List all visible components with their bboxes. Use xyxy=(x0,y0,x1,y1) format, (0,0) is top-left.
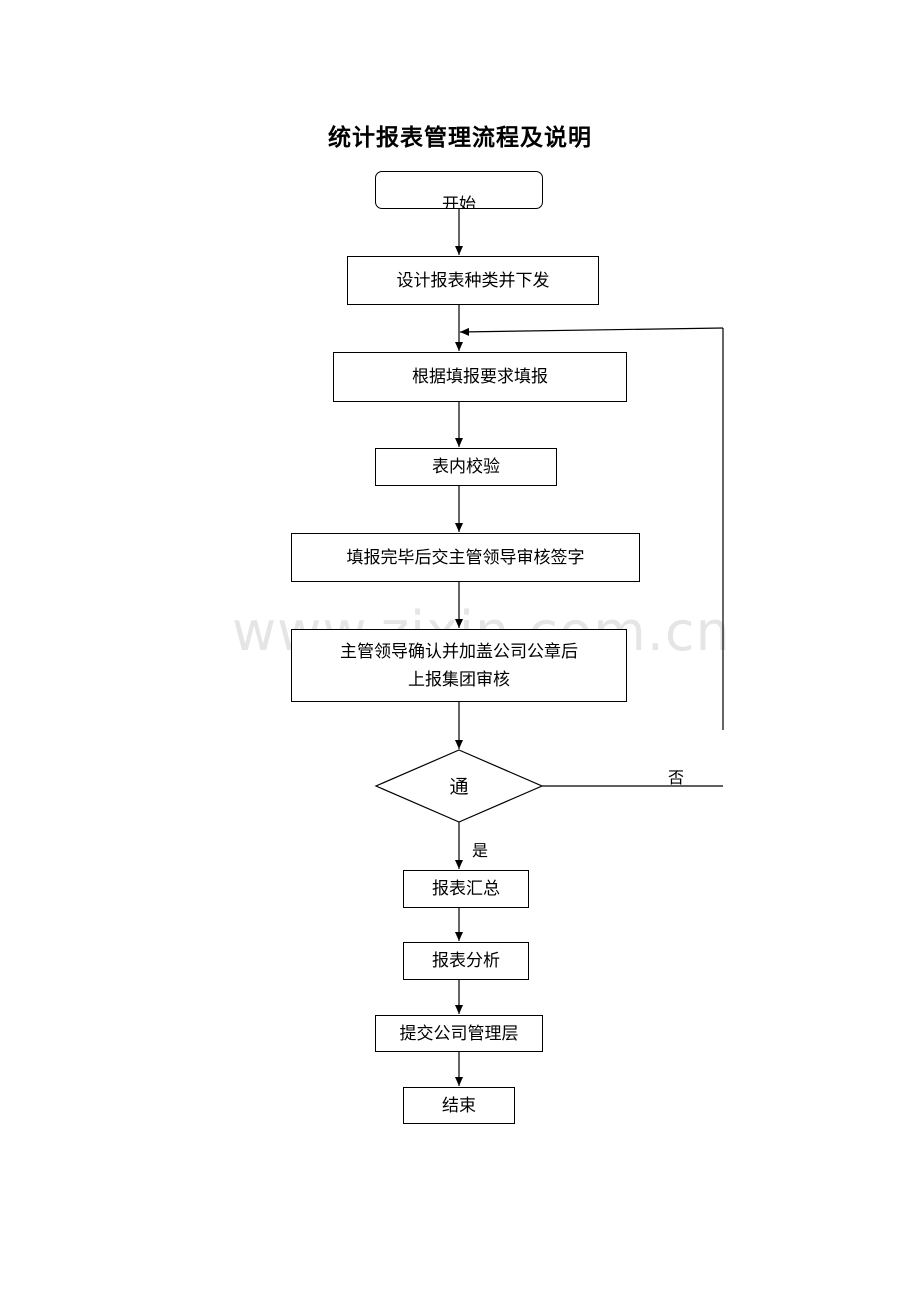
node-summary: 报表汇总 xyxy=(403,870,529,908)
node-submit-management: 提交公司管理层 xyxy=(375,1015,543,1052)
feedback-return-arrow xyxy=(459,327,724,336)
node-start-label: 开始 xyxy=(442,195,476,209)
node-fill-label: 根据填报要求填报 xyxy=(412,367,548,387)
node-design-label: 设计报表种类并下发 xyxy=(396,270,550,291)
node-confirm-line2: 上报集团审核 xyxy=(408,669,510,690)
node-confirm-report: 主管领导确认并加盖公司公章后 上报集团审核 xyxy=(291,629,627,702)
node-fill-report: 根据填报要求填报 xyxy=(333,352,627,402)
node-submit-review: 填报完毕后交主管领导审核签字 xyxy=(291,533,640,582)
node-design-report-types: 设计报表种类并下发 xyxy=(347,256,599,305)
node-start: 开始 xyxy=(375,171,543,209)
node-submit-review-label: 填报完毕后交主管领导审核签字 xyxy=(346,547,585,568)
page-title: 统计报表管理流程及说明 xyxy=(328,125,592,151)
edge-no-label: 否 xyxy=(668,768,685,787)
node-verify-label: 表内校验 xyxy=(432,457,500,477)
node-verify: 表内校验 xyxy=(375,448,557,486)
node-summary-label: 报表汇总 xyxy=(432,879,500,899)
node-submit-management-label: 提交公司管理层 xyxy=(399,1023,519,1044)
node-confirm-line1: 主管领导确认并加盖公司公章后 xyxy=(340,641,578,662)
edge-yes-label: 是 xyxy=(472,841,489,860)
node-analysis-label: 报表分析 xyxy=(432,951,500,971)
node-end: 结束 xyxy=(403,1087,515,1124)
node-analysis: 报表分析 xyxy=(403,942,529,980)
decision-label: 通 xyxy=(449,776,469,798)
node-end-label: 结束 xyxy=(442,1095,476,1116)
